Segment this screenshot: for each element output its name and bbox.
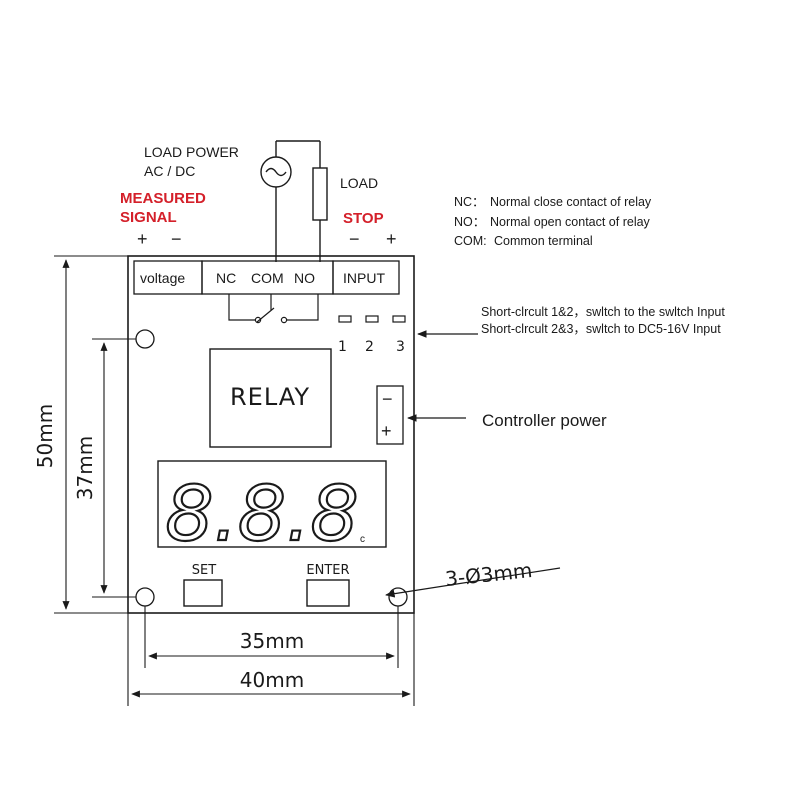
controller-power-plus: + [381,421,392,441]
mount-hole-bottom-right [388,587,408,607]
short-circuit-note-1: Short-clrcult 1&2，swltch to the swltch I… [481,305,725,319]
jumper-pads [338,315,406,323]
legend-nc-key: NC： [454,195,485,209]
jumper-pad-1 [338,315,352,323]
mount-hole-bottom-left [135,587,155,607]
relay-box [209,348,332,448]
height-inner-label: 37mm [73,436,97,500]
load-label: LOAD [340,175,378,191]
controller-power-minus: − [382,389,393,409]
width-outer-label: 40mm [240,668,304,692]
signal-label: SIGNAL [120,209,177,226]
hole-leader-line [385,567,561,598]
legend-no-text: Normal open contact of relay [490,215,651,229]
set-button [183,579,223,607]
sine-wave-icon [265,167,287,177]
load-circuit [260,140,328,262]
relay-label: RELAY [230,383,310,411]
stop-plus: + [386,229,397,249]
holes-dimension-label: 3-Ø3mm [444,558,533,591]
mount-hole-top-left [135,329,155,349]
controller-power-terminal [376,385,404,445]
terminal-input [332,260,400,295]
short-circuit-note-2: Short-clrcult 2&3，swltch to DC5-16V Inpu… [481,322,721,336]
relay-switch-symbol [228,294,319,324]
display-digits: 8.8.8 [165,469,358,558]
jumper-pad-2 [365,315,379,323]
dimension-lines [54,255,415,706]
com-label: COM [251,270,284,286]
measured-label: MEASURED [120,190,206,207]
voltage-label: voltage [140,270,185,286]
nc-label: NC [216,270,236,286]
jumper-number-2: 2 [365,339,374,355]
height-outer-label: 50mm [33,404,57,468]
board-outline [127,255,415,614]
controller-power-label: Controller power [482,411,607,430]
seven-segment-display [157,460,387,548]
enter-button [306,579,350,607]
stop-label: STOP [343,210,384,227]
input-label: INPUT [343,270,385,286]
set-label: SET [192,563,216,578]
signal-plus: + [137,229,148,249]
display-unit-mark: c [360,534,365,545]
legend-com-text: Common terminal [494,234,593,248]
enter-label: ENTER [306,563,349,578]
jumper-number-1: 1 [338,339,347,355]
ac-dc-label: AC / DC [144,163,195,179]
legend-no-key: NO： [454,215,485,229]
legend-nc-text: Normal close contact of relay [490,195,652,209]
load-resistor-icon [312,167,328,221]
width-inner-label: 35mm [240,629,304,653]
legend-com-key: COM: [454,234,487,248]
load-power-label: LOAD POWER [144,144,239,160]
stop-minus: − [349,229,360,249]
legend: NC： Normal close contact of relay NO： No… [454,195,652,248]
jumper-number-3: 3 [396,339,405,355]
signal-minus: − [171,229,182,249]
jumper-pad-3 [392,315,406,323]
terminal-block [133,260,400,295]
no-label: NO [294,270,315,286]
